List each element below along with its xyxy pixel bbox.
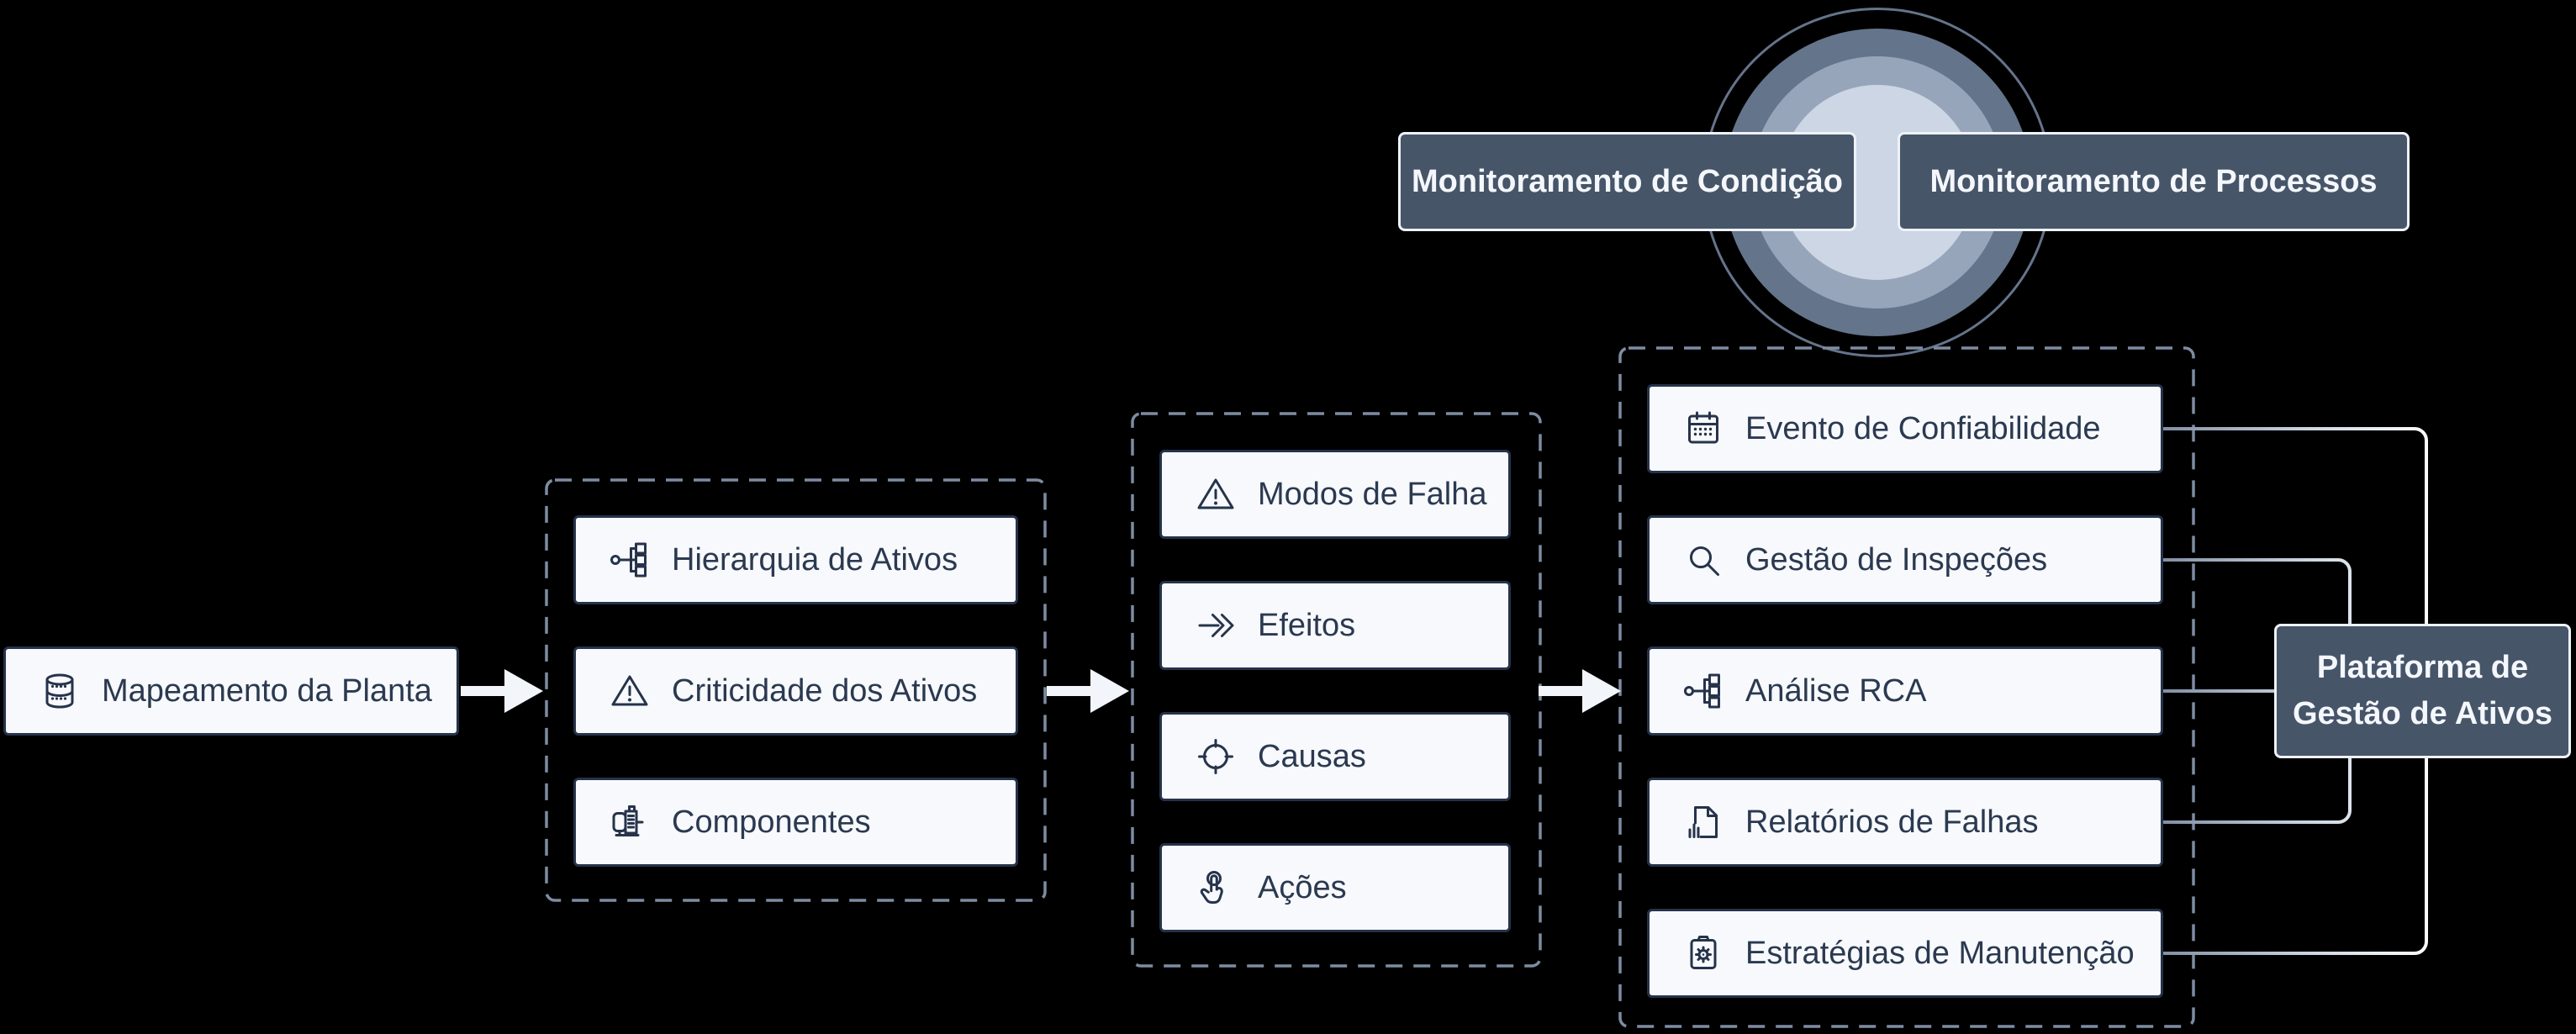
double-arrow-icon xyxy=(1198,614,1234,637)
node-label: Ações xyxy=(1258,869,1347,905)
node-acoes: Ações xyxy=(1159,843,1511,932)
tap-hand-icon xyxy=(1200,871,1223,904)
motor-icon xyxy=(612,805,644,836)
node-causas: Causas xyxy=(1159,712,1511,801)
crosshair-icon xyxy=(1198,739,1233,774)
node-analise-rca: Análise RCA xyxy=(1647,646,2163,736)
node-label: Hierarquia de Ativos xyxy=(672,541,958,578)
node-componentes: Componentes xyxy=(573,778,1018,867)
file-chart-icon xyxy=(1688,806,1718,838)
node-monitoramento-de-processos: Monitoramento de Processos xyxy=(1898,132,2410,231)
platform-label-line1: Plataforma de xyxy=(2316,649,2529,685)
node-plataforma-de-gestao-de-ativos: Plataforma de Gestão de Ativos xyxy=(2274,624,2571,758)
node-efeitos: Efeitos xyxy=(1159,581,1511,670)
node-criticidade-dos-ativos: Criticidade dos Ativos xyxy=(573,646,1018,736)
warning-triangle-icon xyxy=(1197,478,1234,509)
clipboard-gear-icon xyxy=(1690,936,1717,969)
node-gestao-de-inspecoes: Gestão de Inspeções xyxy=(1647,515,2163,604)
flow-arrow-icon xyxy=(1539,669,1621,713)
calendar-icon xyxy=(1688,411,1718,444)
node-label: Componentes xyxy=(672,804,871,840)
node-label: Causas xyxy=(1258,738,1366,774)
node-relatorios-de-falhas: Relatórios de Falhas xyxy=(1647,778,2163,867)
node-label: Relatórios de Falhas xyxy=(1745,804,2039,840)
node-evento-de-confiabilidade: Evento de Confiabilidade xyxy=(1647,384,2163,473)
warning-triangle-icon xyxy=(611,675,648,706)
node-label: Gestão de Inspeções xyxy=(1745,541,2048,578)
platform-label-line2: Gestão de Ativos xyxy=(2292,696,2552,731)
flow-arrow-icon xyxy=(461,669,543,713)
node-label: Estratégias de Manutenção xyxy=(1745,935,2135,971)
node-label: Mapeamento da Planta xyxy=(102,673,432,709)
node-label: Efeitos xyxy=(1258,607,1356,643)
node-modos-de-falha: Modos de Falha xyxy=(1159,450,1511,539)
node-monitoramento-de-condicao: Monitoramento de Condição xyxy=(1398,132,1856,231)
node-mapeamento-da-planta: Mapeamento da Planta xyxy=(3,646,459,736)
database-icon xyxy=(45,673,74,709)
reliability-group-border xyxy=(1618,346,2195,1028)
hierarchy-icon xyxy=(1684,673,1720,709)
node-label: Evento de Confiabilidade xyxy=(1745,410,2101,446)
node-label: Monitoramento de Processos xyxy=(1929,163,2378,199)
hierarchy-icon xyxy=(610,542,647,578)
node-estrategias-de-manutencao: Estratégias de Manutenção xyxy=(1647,909,2163,998)
flow-arrow-icon xyxy=(1047,669,1129,713)
node-label: Monitoramento de Condição xyxy=(1412,163,1843,199)
node-label: Modos de Falha xyxy=(1258,476,1487,512)
search-icon xyxy=(1690,546,1719,576)
node-hierarquia-de-ativos: Hierarquia de Ativos xyxy=(573,515,1018,604)
node-label: Análise RCA xyxy=(1745,673,1927,709)
asset-mapping-group-border xyxy=(545,478,1047,902)
node-label: Criticidade dos Ativos xyxy=(672,673,978,709)
